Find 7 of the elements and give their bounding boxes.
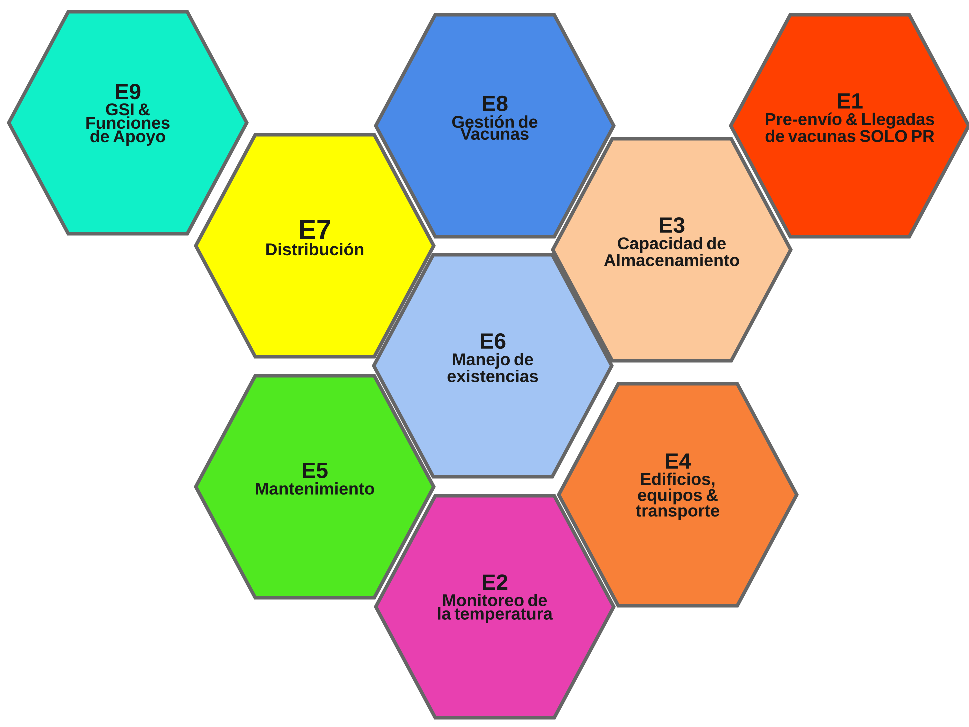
hexagon-puzzle-piece: E4 Edificios, equipos & transporte: [557, 382, 799, 608]
hexagon-puzzle-piece: E9 GSI & Funciones de Apoyo: [7, 10, 249, 236]
hexagon-puzzle-piece: E5 Mantenimiento: [194, 374, 436, 600]
hexagon-puzzle-piece: E2 Monitoreo de la temperatura: [374, 494, 616, 720]
hexagon-puzzle-piece: E1 Pre-envío & Llegadas de vacunas SOLO PR: [729, 13, 969, 239]
hexagon-puzzle-piece: E8 Gestión de Vacunas: [374, 13, 616, 239]
hexagon-puzzle-piece: E7 Distribución: [194, 133, 436, 359]
